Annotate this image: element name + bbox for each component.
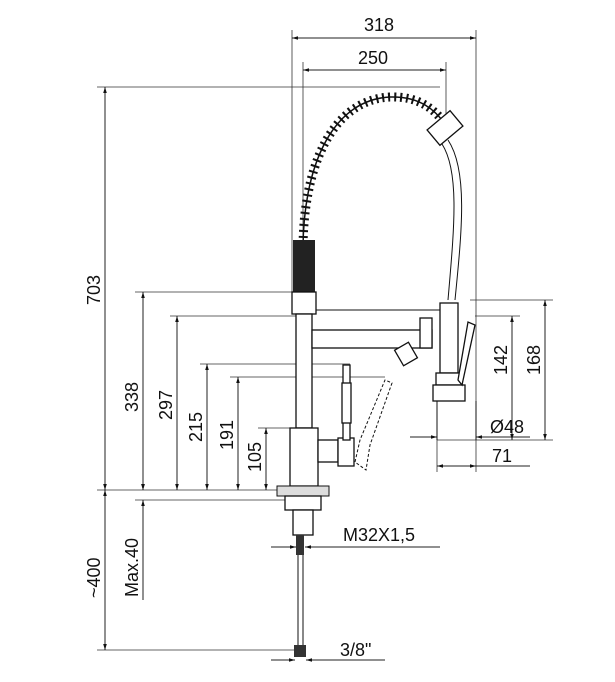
spring-base-wrap <box>293 240 315 295</box>
dim-297: 297 <box>156 390 176 420</box>
dim-703: 703 <box>84 275 104 305</box>
dim-105: 105 <box>245 442 265 472</box>
dim-191: 191 <box>217 420 237 450</box>
connection-label: 3/8" <box>340 640 371 660</box>
dim-d48: Ø48 <box>490 417 524 437</box>
dim-250: 250 <box>358 48 388 68</box>
dim-142: 142 <box>491 345 511 375</box>
faucet-body <box>276 92 477 657</box>
dimension-lines <box>103 36 547 662</box>
dim-338: 338 <box>122 382 142 412</box>
dim-318: 318 <box>364 15 394 35</box>
dim-71: 71 <box>492 446 512 466</box>
dim-400: ~400 <box>84 557 104 598</box>
thread-label: M32X1,5 <box>343 525 415 545</box>
dim-max40: Max.40 <box>122 538 142 597</box>
dim-168: 168 <box>524 345 544 375</box>
dim-215: 215 <box>186 412 206 442</box>
extension-lines <box>97 30 553 651</box>
